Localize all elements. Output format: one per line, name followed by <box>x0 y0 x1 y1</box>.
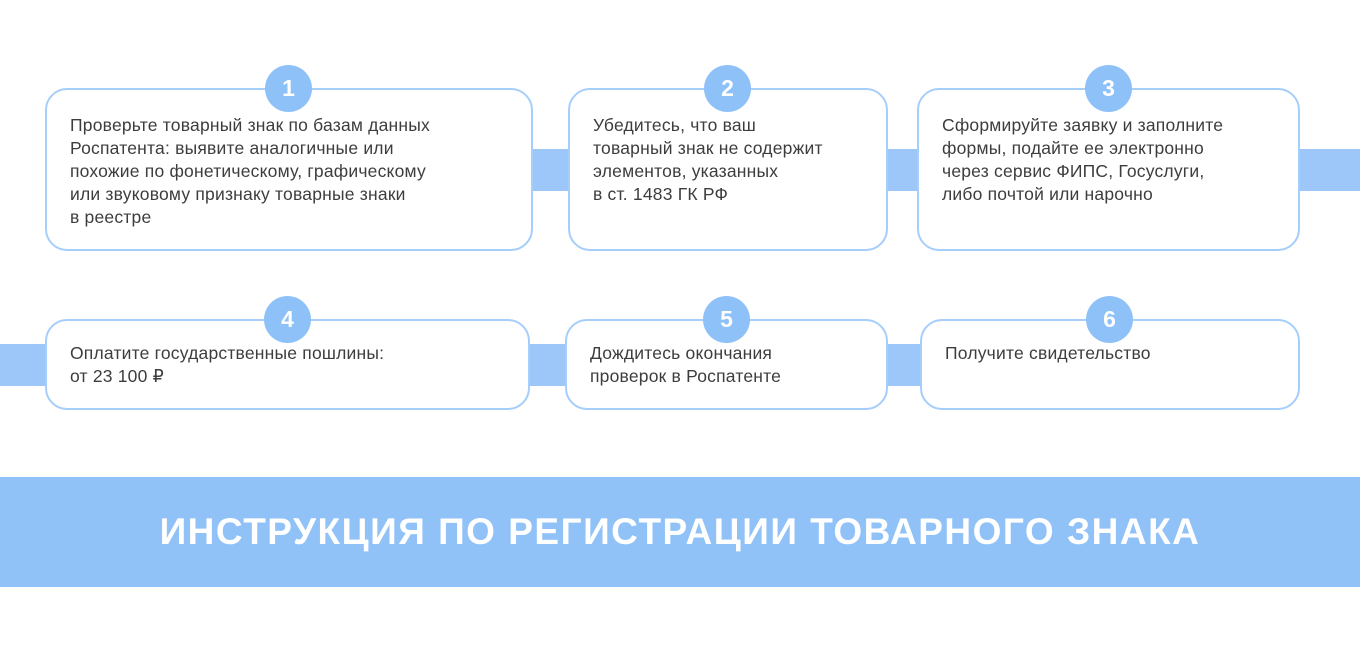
step-2-text: Убедитесь, что ваш товарный знак не соде… <box>593 115 823 204</box>
step-card-1: Проверьте товарный знак по базам данных … <box>45 88 533 251</box>
step-4-text: Оплатите государственные пошлины: от 23 … <box>70 343 385 386</box>
step-5-text: Дождитесь окончания проверок в Роспатент… <box>590 343 782 386</box>
page-title: ИНСТРУКЦИЯ ПО РЕГИСТРАЦИИ ТОВАРНОГО ЗНАК… <box>159 511 1201 552</box>
step-card-3: Сформируйте заявку и заполните формы, по… <box>917 88 1300 251</box>
step-6-number-badge: 6 <box>1086 296 1133 343</box>
connector-step2-step3 <box>885 149 920 191</box>
step-1-number-badge: 1 <box>265 65 312 112</box>
step-card-2: Убедитесь, что ваш товарный знак не соде… <box>568 88 888 251</box>
connector-step5-step6 <box>885 344 923 386</box>
step-4-number-badge: 4 <box>264 296 311 343</box>
step-6-text: Получите свидетельство <box>945 343 1151 363</box>
step-2-number-badge: 2 <box>704 65 751 112</box>
connector-step4-step5 <box>527 344 568 386</box>
connector-edge-step4 <box>0 344 48 386</box>
connector-step3-edge <box>1297 149 1360 191</box>
step-5-number-badge: 5 <box>703 296 750 343</box>
step-1-text: Проверьте товарный знак по базам данных … <box>70 115 430 227</box>
title-banner: ИНСТРУКЦИЯ ПО РЕГИСТРАЦИИ ТОВАРНОГО ЗНАК… <box>0 477 1360 587</box>
step-3-number-badge: 3 <box>1085 65 1132 112</box>
step-3-text: Сформируйте заявку и заполните формы, по… <box>942 115 1224 204</box>
connector-step1-step2 <box>530 149 571 191</box>
